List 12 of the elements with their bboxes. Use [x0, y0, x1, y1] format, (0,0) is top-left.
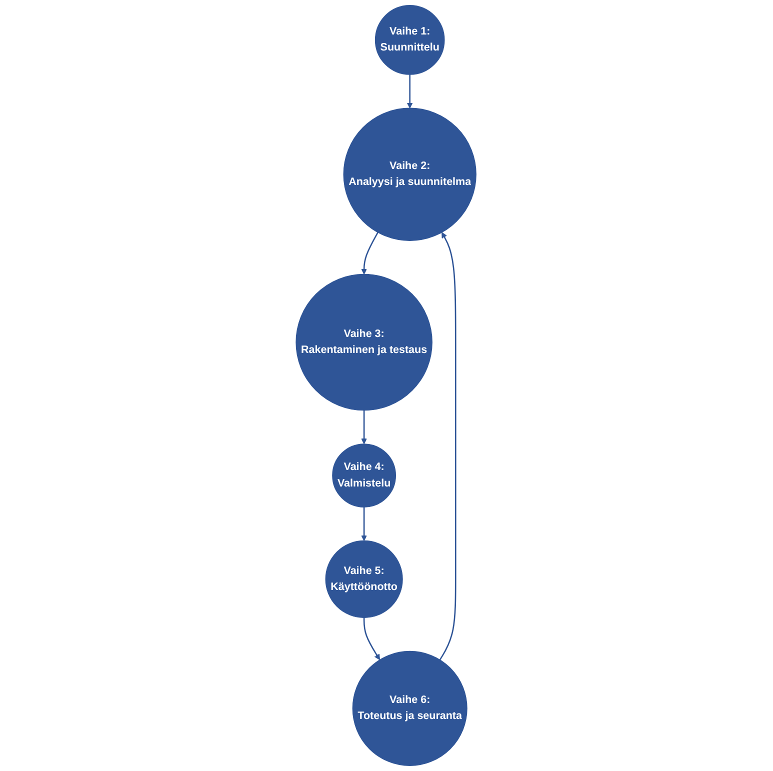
- node-circle: Vaihe 1: Suunnittelu: [375, 5, 446, 75]
- arrow: [362, 507, 368, 541]
- node-circle: Vaihe 2: Analyysi ja suunnitelma: [344, 108, 477, 241]
- arrow: [440, 232, 457, 660]
- node-circle: Vaihe 6: Toteutus ja seuranta: [352, 650, 468, 766]
- arrow: [364, 618, 380, 660]
- arrow: [362, 410, 368, 444]
- arrow: [362, 232, 379, 274]
- node-circle: Vaihe 3: Rakentaminen ja testaus: [296, 274, 433, 411]
- node-circle: Vaihe 5: Käyttöönotto: [326, 540, 404, 618]
- arrow: [407, 74, 414, 108]
- node-circle: Vaihe 4: Valmistelu: [332, 444, 396, 508]
